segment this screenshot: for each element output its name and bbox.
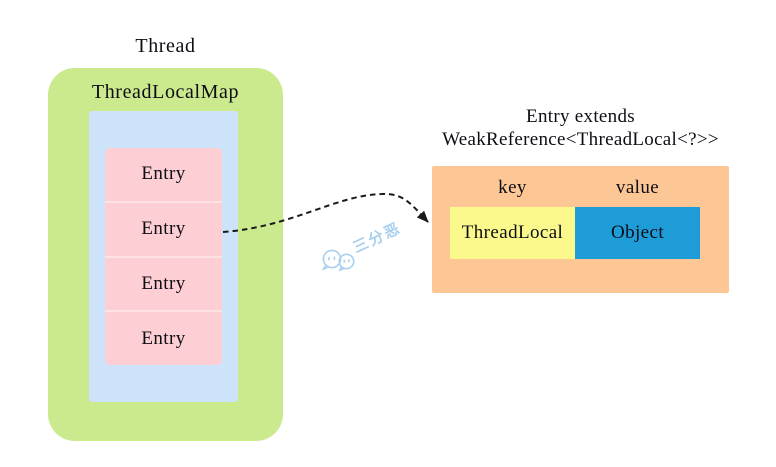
watermark-text: 三分恶 <box>351 220 404 257</box>
threadlocalmap-label: ThreadLocalMap <box>91 81 240 103</box>
wechat-bubbles-icon <box>321 249 355 272</box>
threadlocal-key-cell: ThreadLocal <box>450 207 575 259</box>
value-header: value <box>615 177 660 198</box>
entry-cell: Entry <box>105 148 222 201</box>
entry-cell: Entry <box>105 257 222 311</box>
entry-detail-box: key value ThreadLocal Object <box>432 166 729 293</box>
entry-detail-title-line1: Entry extends <box>526 106 635 127</box>
entry-list: Entry Entry Entry Entry <box>105 148 222 365</box>
entry-cell: Entry <box>105 312 222 365</box>
key-header: key <box>498 177 527 198</box>
entry-detail-title: Entry extends WeakReference<ThreadLocal<… <box>432 105 729 151</box>
entry-cell: Entry <box>105 202 222 256</box>
thread-title: Thread <box>135 35 196 57</box>
object-value-cell: Object <box>575 207 700 259</box>
entry-detail-title-line2: WeakReference<ThreadLocal<?>> <box>442 129 719 150</box>
watermark: 三分恶 <box>321 220 404 272</box>
